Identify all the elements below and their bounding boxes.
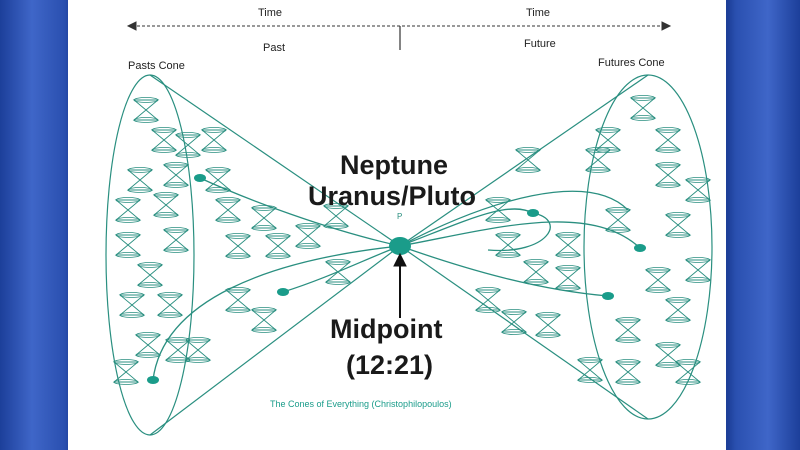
future-label: Future <box>524 38 556 50</box>
cone-symbol <box>134 332 162 358</box>
futures-cone-label: Futures Cone <box>598 57 665 69</box>
timeline-arrow <box>126 21 672 50</box>
cone-symbol <box>136 262 164 288</box>
cone-symbol <box>554 232 582 258</box>
futures-cone-ellipse <box>583 74 713 420</box>
midpoint-label: Midpoint <box>330 314 443 344</box>
cone-symbol <box>684 257 712 283</box>
future-dot-1 <box>527 209 539 217</box>
cone-outlines <box>105 74 713 436</box>
cone-symbol <box>200 127 228 153</box>
past-dot-3 <box>147 376 159 384</box>
cone-symbol <box>224 287 252 313</box>
cone-symbol <box>162 162 190 188</box>
cone-symbol <box>584 147 612 173</box>
diagram-slide: Time Time Past Future Pasts Cone Futures… <box>68 0 726 450</box>
cone-symbol <box>324 259 352 285</box>
midpoint-dot <box>389 237 411 255</box>
cone-symbol <box>500 309 528 335</box>
timeline-right-label: Time <box>526 7 551 19</box>
cone-symbol <box>629 95 657 121</box>
past-dot-1 <box>194 174 206 182</box>
cone-symbol <box>604 207 632 233</box>
cone-symbol <box>224 233 252 259</box>
cone-symbol <box>322 203 350 229</box>
cone-symbol <box>156 292 184 318</box>
future-dot-2 <box>634 244 646 252</box>
cone-symbol <box>118 292 146 318</box>
cone-symbol <box>112 359 140 385</box>
cone-symbol <box>654 342 682 368</box>
cone-symbol <box>250 307 278 333</box>
point-p-label: P <box>397 212 403 221</box>
pasts-cone-label: Pasts Cone <box>128 60 185 72</box>
cone-symbol <box>114 197 142 223</box>
event-dots <box>147 174 646 384</box>
cone-symbol <box>152 192 180 218</box>
diagram-caption: The Cones of Everything (Christophilopou… <box>270 399 452 409</box>
cone-symbol <box>174 132 202 158</box>
cone-symbol <box>494 232 522 258</box>
cone-symbol <box>204 167 232 193</box>
past-label: Past <box>263 42 286 54</box>
cone-symbol <box>664 212 692 238</box>
cone-symbol <box>554 265 582 291</box>
cone-symbol <box>264 233 292 259</box>
cone-symbol <box>644 267 672 293</box>
uranus-pluto-label: Uranus/Pluto <box>308 181 477 211</box>
midpoint-arrow <box>393 252 407 318</box>
cone-symbol <box>654 127 682 153</box>
cone-symbol <box>114 232 142 258</box>
cone-symbols <box>112 95 712 385</box>
cone-symbol <box>614 359 642 385</box>
cone-symbol <box>126 167 154 193</box>
cone-symbol <box>594 127 622 153</box>
midpoint-time-label: (12:21) <box>346 350 434 380</box>
cone-symbol <box>664 297 692 323</box>
cone-symbol <box>132 97 160 123</box>
future-dot-3 <box>602 292 614 300</box>
cone-symbol <box>576 357 604 383</box>
cone-symbol <box>522 259 550 285</box>
neptune-label: Neptune <box>340 150 448 180</box>
cone-symbol <box>250 205 278 231</box>
cone-symbol <box>654 162 682 188</box>
timeline-left-label: Time <box>258 7 283 19</box>
cone-symbol <box>534 312 562 338</box>
cone-symbol <box>162 227 190 253</box>
cone-symbol <box>514 147 542 173</box>
cone-symbol <box>674 359 702 385</box>
cone-symbol <box>294 223 322 249</box>
cones-diagram <box>105 21 713 436</box>
past-dot-2 <box>277 288 289 296</box>
cone-symbol <box>474 287 502 313</box>
cone-symbol <box>684 177 712 203</box>
cone-symbol <box>214 197 242 223</box>
cone-symbol <box>614 317 642 343</box>
cone-symbol <box>150 127 178 153</box>
cone-symbol <box>484 197 512 223</box>
cone-symbol <box>184 337 212 363</box>
